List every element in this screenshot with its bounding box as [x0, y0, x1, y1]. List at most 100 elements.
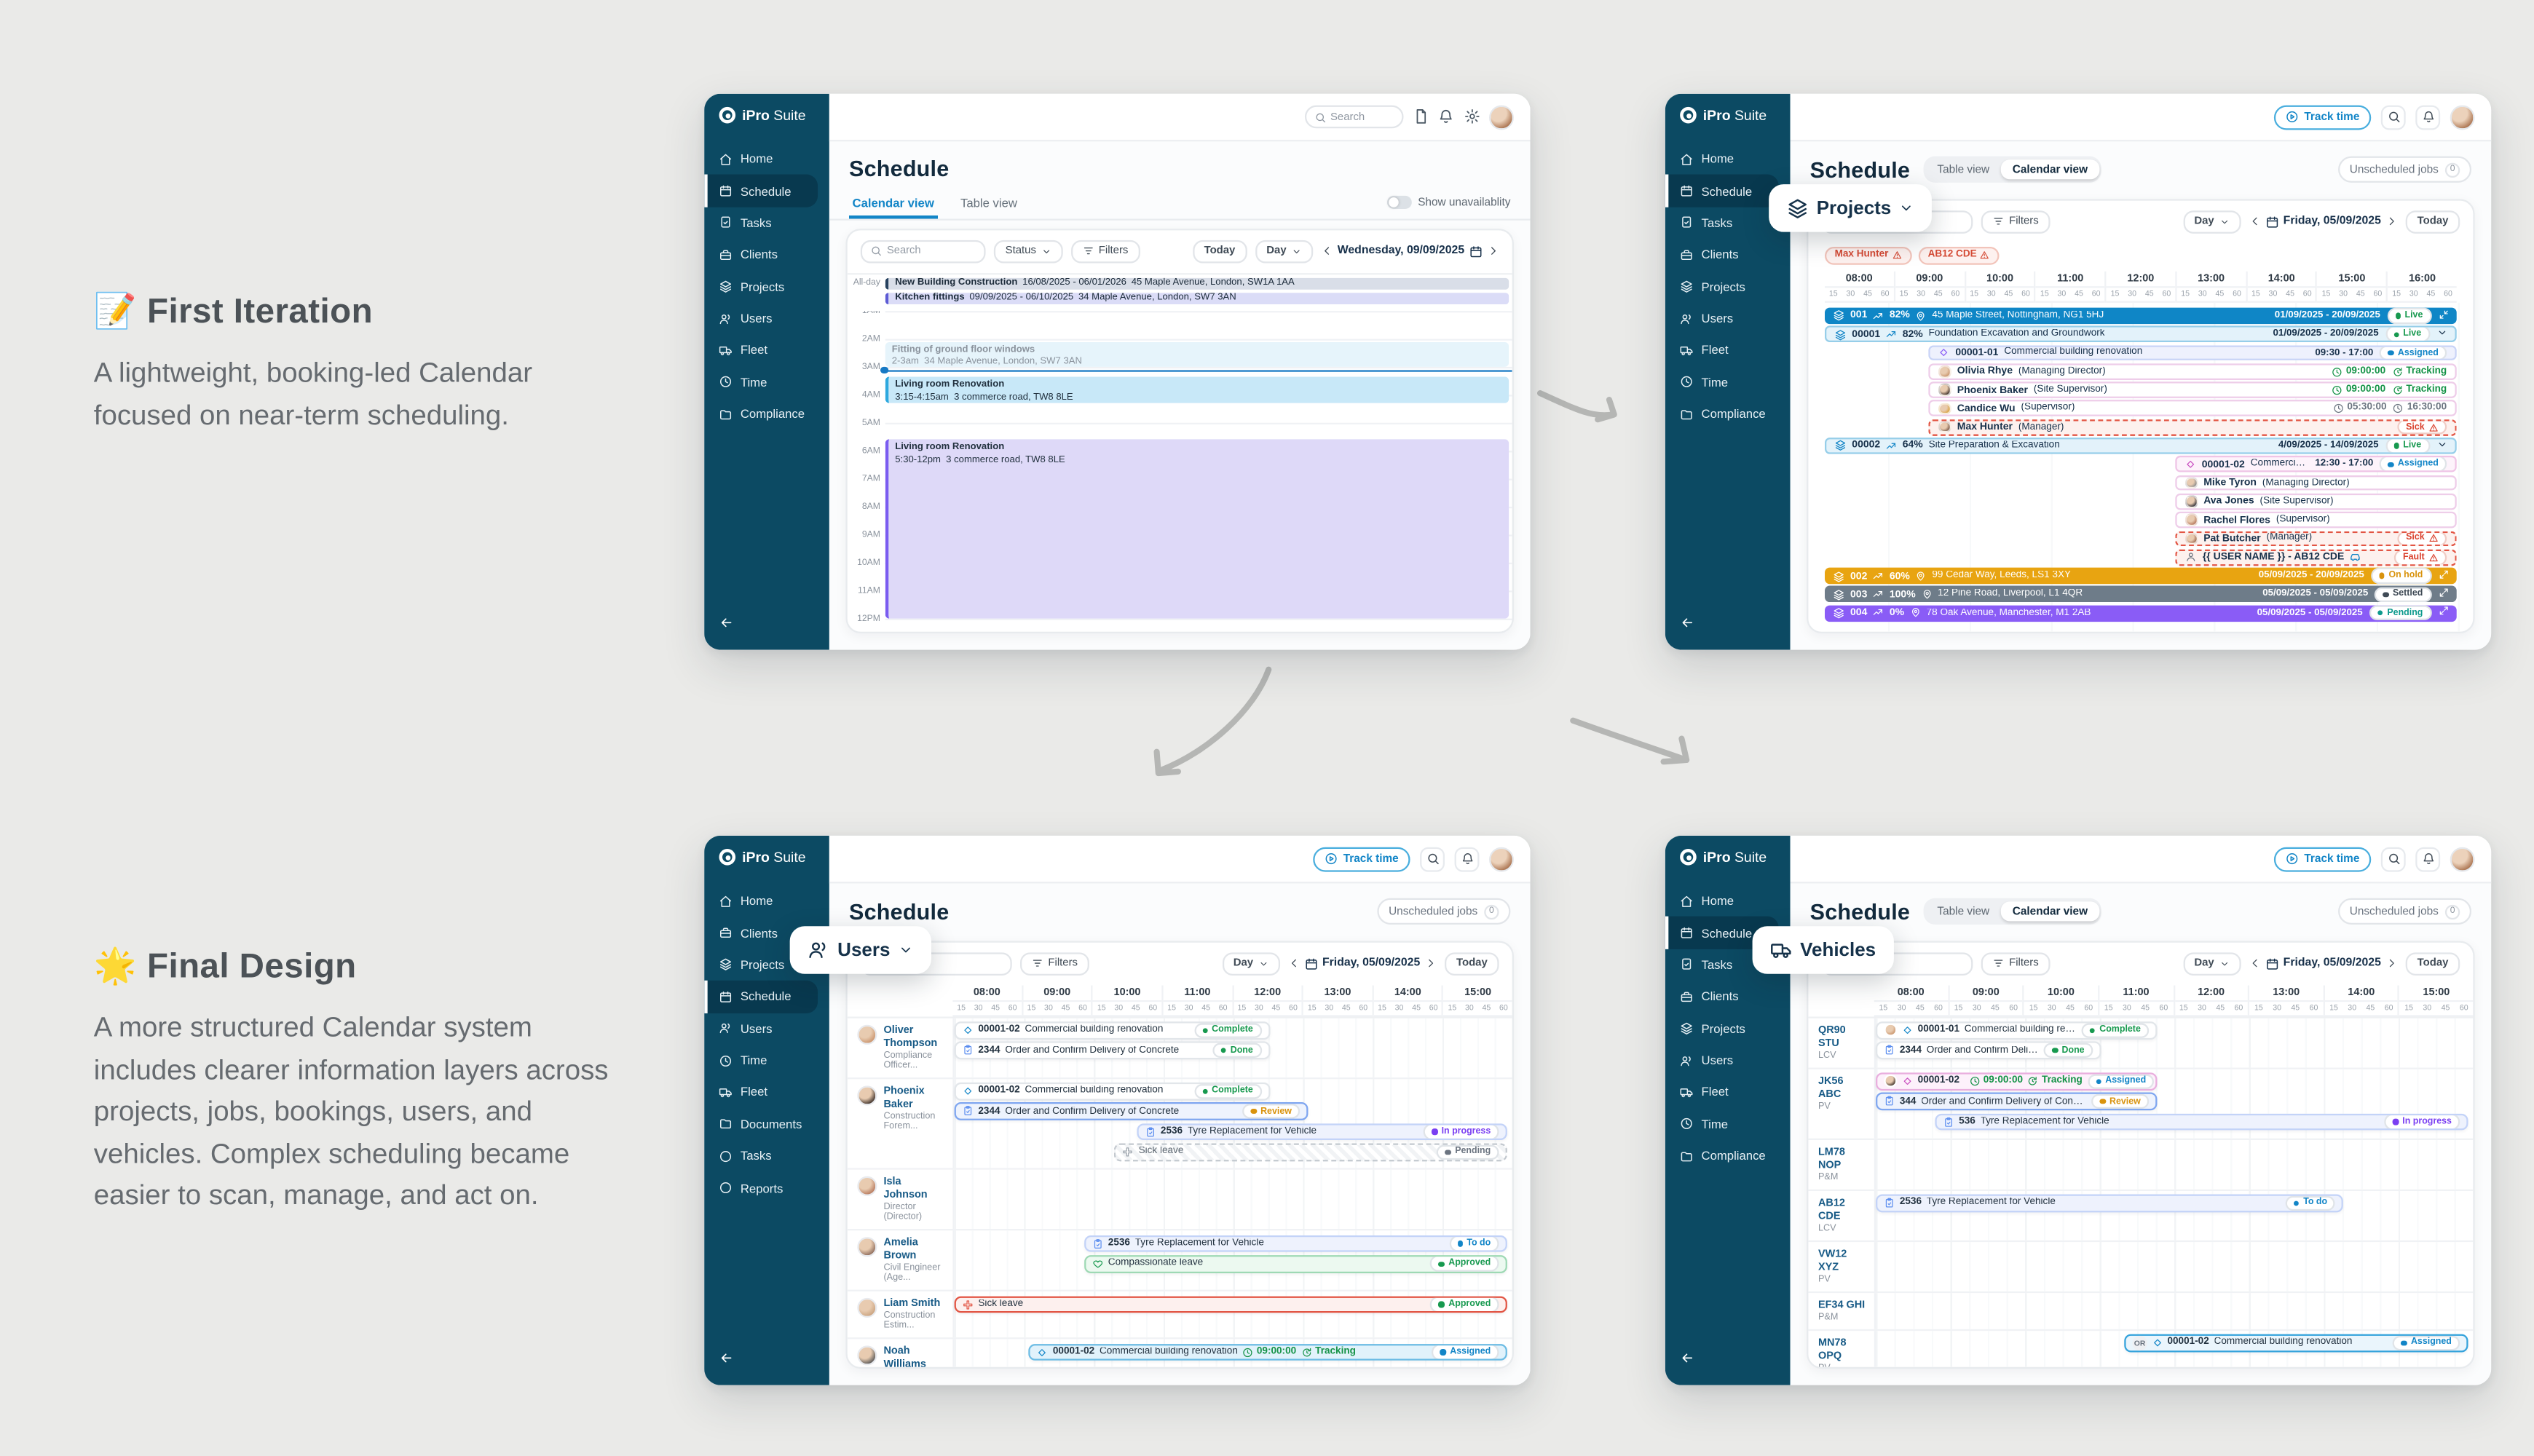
- sidebar-item-compliance[interactable]: Compliance: [704, 398, 829, 430]
- sidebar-item-time[interactable]: Time: [1665, 1108, 1791, 1140]
- track-time-button[interactable]: Track time: [1314, 846, 1410, 871]
- user-avatar[interactable]: [2450, 104, 2475, 130]
- sidebar-item-tasks[interactable]: Tasks: [704, 1140, 829, 1172]
- sidebar-item-clients[interactable]: Clients: [704, 239, 829, 271]
- sidebar-item-home[interactable]: Home: [704, 885, 829, 917]
- sidebar-item-schedule[interactable]: Schedule: [1665, 175, 1779, 208]
- sidebar-item-time[interactable]: Time: [704, 366, 829, 398]
- resource-label[interactable]: Noah WilliamsSafety Coordinator...: [848, 1340, 953, 1367]
- next-day-button[interactable]: [1425, 958, 1437, 970]
- day-dropdown[interactable]: Day: [2182, 952, 2241, 975]
- day-dropdown[interactable]: Day: [1221, 952, 1280, 975]
- today-button[interactable]: Today: [2405, 952, 2460, 975]
- sidebar-item-time[interactable]: Time: [1665, 366, 1791, 398]
- status-dropdown[interactable]: Status: [993, 240, 1063, 263]
- sidebar-item-users[interactable]: Users: [1665, 303, 1791, 335]
- tab-table-view[interactable]: Table view: [1937, 163, 1990, 175]
- doc-button[interactable]: [1413, 109, 1428, 124]
- tab-table-view[interactable]: Table view: [1937, 905, 1990, 917]
- filters-button[interactable]: Filters: [1981, 210, 2051, 233]
- search-button[interactable]: [2380, 104, 2406, 130]
- sidebar-item-fleet[interactable]: Fleet: [704, 334, 829, 366]
- expand-button[interactable]: [2438, 587, 2449, 601]
- prev-day-button[interactable]: [2249, 216, 2260, 228]
- gantt-row-person[interactable]: Ava Jones(Site Supervisor): [2175, 493, 2457, 510]
- day-dropdown[interactable]: Day: [1255, 240, 1313, 263]
- bell-button[interactable]: [1454, 846, 1480, 871]
- expand-button[interactable]: [2438, 606, 2449, 620]
- sidebar-item-tasks[interactable]: Tasks: [1665, 949, 1791, 981]
- sidebar-item-projects[interactable]: Projects: [1665, 271, 1791, 303]
- bell-button[interactable]: [1438, 109, 1453, 124]
- gantt-row-person[interactable]: Pat Butcher(Manager)Sick: [2175, 530, 2457, 547]
- sidebar-collapse-button[interactable]: [719, 1344, 733, 1374]
- sidebar-item-clients[interactable]: Clients: [1665, 239, 1791, 271]
- sidebar-item-home[interactable]: Home: [1665, 885, 1791, 917]
- sidebar-collapse-button[interactable]: [719, 609, 733, 638]
- sidebar-item-compliance[interactable]: Compliance: [1665, 398, 1791, 430]
- search-button[interactable]: [1420, 846, 1445, 871]
- sidebar-item-schedule[interactable]: Schedule: [704, 981, 818, 1013]
- tab-calendar-view[interactable]: Calendar view: [2000, 159, 2099, 180]
- sidebar-item-clients[interactable]: Clients: [704, 917, 829, 949]
- prev-day-button[interactable]: [2249, 958, 2260, 970]
- day-dropdown[interactable]: Day: [2182, 210, 2241, 233]
- gear-button[interactable]: [1464, 109, 1479, 124]
- toggle-switch[interactable]: [1386, 195, 1412, 210]
- prev-day-button[interactable]: [1288, 958, 1300, 970]
- sidebar-collapse-button[interactable]: [1680, 1344, 1694, 1374]
- popover-projects[interactable]: Projects: [1769, 184, 1933, 232]
- today-button[interactable]: Today: [2405, 210, 2460, 233]
- warning-chip-max-hunter[interactable]: Max Hunter: [1825, 245, 1912, 264]
- schedule-bar-00001-02-school-building-renov[interactable]: 00001-02School building renov...09:00:00…: [1876, 1072, 2158, 1091]
- track-time-button[interactable]: Track time: [2274, 846, 2372, 871]
- gantt-row-vehicle-fault[interactable]: {{ USER NAME }} - AB12 CDE Fault: [2175, 549, 2457, 566]
- next-day-button[interactable]: [1488, 245, 1499, 257]
- show-unavailability-toggle[interactable]: Show unavailablity: [1386, 195, 1510, 213]
- warning-chip-ab12-cde[interactable]: AB12 CDE: [1918, 245, 2000, 264]
- sidebar-item-projects[interactable]: Projects: [1665, 1013, 1791, 1045]
- global-search-input[interactable]: Search: [1303, 105, 1403, 129]
- sidebar-item-tasks[interactable]: Tasks: [704, 207, 829, 239]
- today-button[interactable]: Today: [1192, 240, 1247, 263]
- resource-label[interactable]: MN78 OPQPV: [1817, 1337, 1847, 1366]
- filters-button[interactable]: Filters: [1981, 952, 2051, 975]
- chevron-down-button[interactable]: [2436, 439, 2447, 452]
- tab-calendar-view[interactable]: Calendar view: [849, 189, 937, 219]
- user-avatar[interactable]: [1489, 846, 1514, 871]
- sidebar-item-tasks[interactable]: Tasks: [1665, 207, 1791, 239]
